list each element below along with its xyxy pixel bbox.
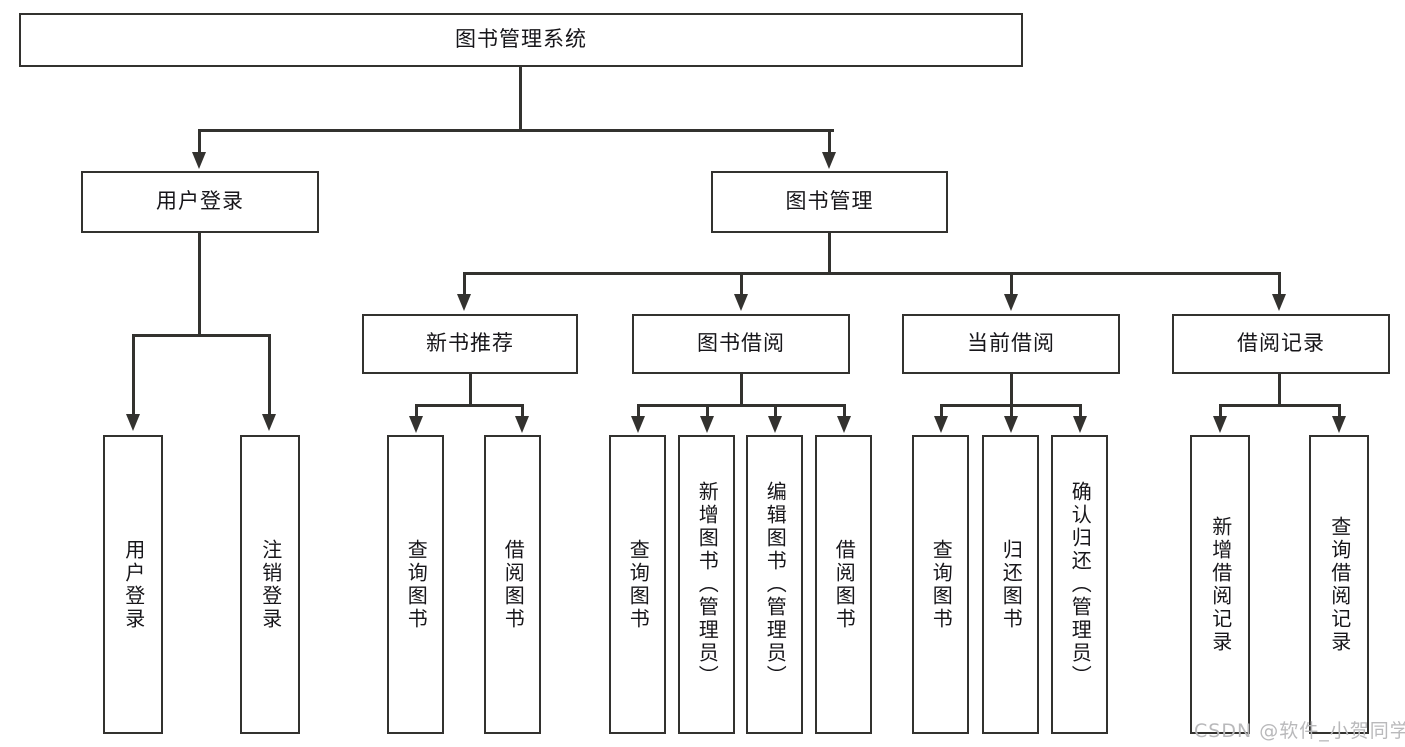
leaf-confirm-return-admin[interactable]: 确认归还（管理员） — [1051, 435, 1108, 734]
node-label: 新书推荐 — [426, 331, 514, 356]
connector-book-mgmt-to-current — [1010, 272, 1013, 297]
connector-root-to-book-mgmt — [828, 129, 831, 156]
connector-book-borrow-bus — [637, 404, 845, 407]
arrow-current-borrow-to-leaf-2 — [1004, 416, 1018, 433]
connector-current-borrow-to-leaf-3 — [1079, 404, 1082, 420]
arrow-book-mgmt-to-current — [1004, 294, 1018, 311]
leaf-label: 查询借阅记录 — [1327, 515, 1352, 654]
arrow-current-borrow-to-leaf-3 — [1073, 416, 1087, 433]
node-borrow-records[interactable]: 借阅记录 — [1172, 314, 1390, 374]
connector-new-books-to-leaf-1 — [415, 404, 418, 420]
leaf-label: 编辑图书（管理员） — [763, 481, 788, 688]
leaf-label: 查询图书 — [626, 538, 651, 631]
connector-root-bus — [198, 129, 834, 132]
node-new-book-recommend[interactable]: 新书推荐 — [362, 314, 578, 374]
connector-new-books-bus — [415, 404, 523, 407]
leaf-label: 注销登录 — [258, 538, 283, 631]
node-root-system[interactable]: 图书管理系统 — [19, 13, 1023, 67]
leaf-borrow-book[interactable]: 借阅图书 — [815, 435, 872, 734]
node-label: 图书管理 — [785, 189, 874, 214]
leaf-user-login[interactable]: 用户登录 — [103, 435, 163, 734]
node-label: 借阅记录 — [1237, 331, 1325, 356]
connector-new-books-to-leaf-2 — [521, 404, 524, 420]
leaf-query-book-borrow[interactable]: 查询图书 — [609, 435, 666, 734]
connector-book-borrow-stem — [740, 374, 743, 406]
connector-book-mgmt-bus — [463, 272, 1278, 275]
connector-new-books-stem — [469, 374, 472, 406]
connector-user-login-stem — [198, 233, 201, 336]
connector-book-borrow-to-leaf-2 — [706, 404, 709, 420]
connector-current-borrow-to-leaf-2 — [1010, 404, 1013, 420]
leaf-edit-book-admin[interactable]: 编辑图书（管理员） — [746, 435, 803, 734]
node-label: 图书借阅 — [697, 331, 785, 356]
leaf-label: 借阅图书 — [832, 538, 857, 631]
arrow-root-to-book-mgmt — [822, 152, 836, 169]
leaf-label: 借阅图书 — [501, 538, 526, 631]
node-label: 图书管理系统 — [455, 27, 587, 52]
node-book-borrow[interactable]: 图书借阅 — [632, 314, 850, 374]
connector-root-to-user-login — [198, 129, 201, 156]
leaf-label: 确认归还（管理员） — [1068, 481, 1093, 688]
arrow-user-login-to-leaf-2 — [262, 414, 276, 431]
connector-root-stem — [519, 67, 522, 130]
leaf-label: 新增图书（管理员） — [695, 481, 720, 688]
arrow-book-mgmt-to-records — [1272, 294, 1286, 311]
leaf-query-book-current[interactable]: 查询图书 — [912, 435, 969, 734]
arrow-records-to-leaf-1 — [1213, 416, 1227, 433]
leaf-add-borrow-record[interactable]: 新增借阅记录 — [1190, 435, 1250, 734]
connector-book-borrow-to-leaf-3 — [774, 404, 777, 420]
connector-records-to-leaf-2 — [1338, 404, 1341, 420]
leaf-label: 用户登录 — [121, 538, 146, 631]
arrow-book-borrow-to-leaf-1 — [631, 416, 645, 433]
leaf-label: 查询图书 — [404, 538, 429, 631]
leaf-query-borrow-record[interactable]: 查询借阅记录 — [1309, 435, 1369, 734]
connector-records-stem — [1278, 374, 1281, 406]
connector-book-mgmt-to-records — [1278, 272, 1281, 297]
connector-current-borrow-stem — [1010, 374, 1013, 406]
leaf-borrow-book-recommend[interactable]: 借阅图书 — [484, 435, 541, 734]
arrow-book-borrow-to-leaf-3 — [768, 416, 782, 433]
csdn-watermark: CSDN @软件_小贺同学 — [1194, 720, 1405, 742]
connector-book-borrow-to-leaf-1 — [637, 404, 640, 420]
leaf-label: 归还图书 — [999, 538, 1024, 631]
arrow-book-borrow-to-leaf-4 — [837, 416, 851, 433]
connector-current-borrow-to-leaf-1 — [940, 404, 943, 420]
connector-book-mgmt-stem — [828, 233, 831, 274]
connector-user-login-to-leaf-1 — [132, 334, 135, 418]
node-book-management[interactable]: 图书管理 — [711, 171, 948, 233]
node-label: 用户登录 — [156, 189, 244, 214]
arrow-book-mgmt-to-new-books — [457, 294, 471, 311]
arrow-root-to-user-login — [192, 152, 206, 169]
arrow-user-login-to-leaf-1 — [126, 414, 140, 431]
arrow-new-books-to-leaf-1 — [409, 416, 423, 433]
connector-book-mgmt-to-new-books — [463, 272, 466, 297]
arrow-new-books-to-leaf-2 — [515, 416, 529, 433]
arrow-records-to-leaf-2 — [1332, 416, 1346, 433]
connector-user-login-bus — [132, 334, 268, 337]
node-user-login[interactable]: 用户登录 — [81, 171, 319, 233]
connector-user-login-to-leaf-2 — [268, 334, 271, 418]
arrow-current-borrow-to-leaf-1 — [934, 416, 948, 433]
node-label: 当前借阅 — [967, 331, 1055, 356]
connector-records-to-leaf-1 — [1219, 404, 1222, 420]
connector-records-bus — [1219, 404, 1340, 407]
connector-book-mgmt-to-borrow — [740, 272, 743, 297]
leaf-label: 查询图书 — [929, 538, 954, 631]
leaf-label: 新增借阅记录 — [1208, 515, 1233, 654]
arrow-book-borrow-to-leaf-2 — [700, 416, 714, 433]
leaf-logout[interactable]: 注销登录 — [240, 435, 300, 734]
connector-book-borrow-to-leaf-4 — [843, 404, 846, 420]
leaf-add-book-admin[interactable]: 新增图书（管理员） — [678, 435, 735, 734]
arrow-book-mgmt-to-borrow — [734, 294, 748, 311]
leaf-return-book[interactable]: 归还图书 — [982, 435, 1039, 734]
node-current-borrow[interactable]: 当前借阅 — [902, 314, 1120, 374]
leaf-query-book-recommend[interactable]: 查询图书 — [387, 435, 444, 734]
